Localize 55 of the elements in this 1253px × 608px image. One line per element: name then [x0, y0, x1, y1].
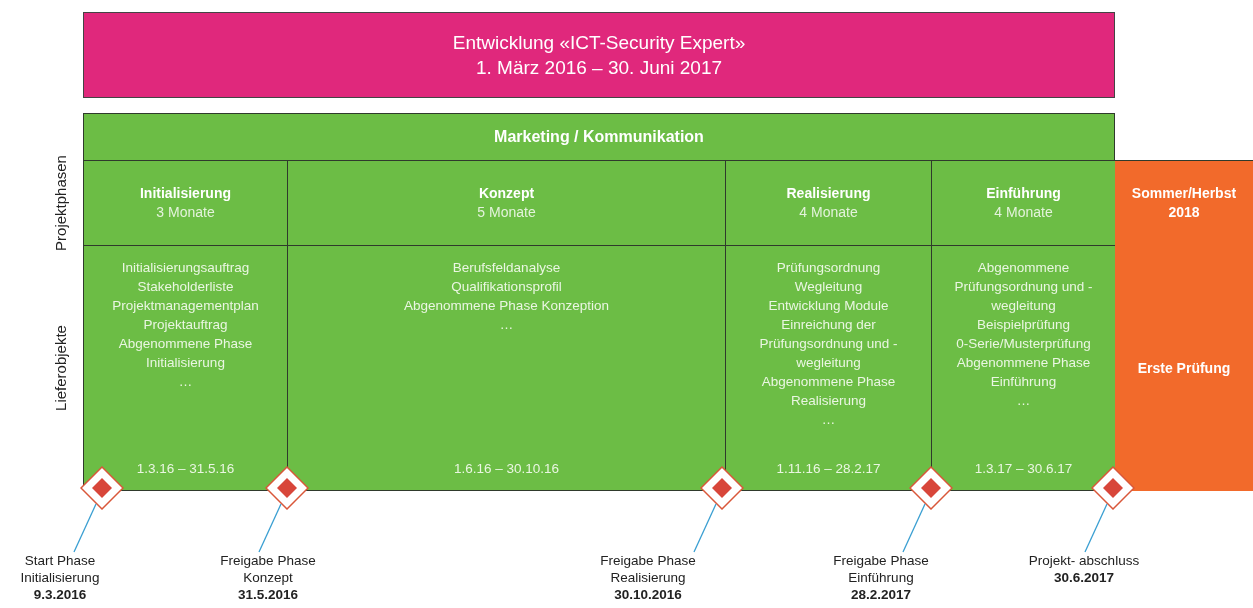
deliverable-item: Berufsfeldanalyse	[451, 259, 562, 277]
deliverable-item: Wegleitung	[793, 278, 864, 296]
deliverable-item: …	[177, 373, 194, 391]
deliverable-item: Prüfungsordnung	[775, 259, 882, 277]
leader-line	[693, 503, 717, 553]
bar-title: Marketing / Kommunikation	[494, 128, 704, 146]
deliverable-item: Abgenommene Phase Realisierung	[760, 373, 897, 410]
phase-name: Konzept	[477, 184, 536, 203]
milestone-name: Freigabe Phase Realisierung	[599, 552, 697, 586]
deliverable-item: Entwicklung Module	[767, 297, 890, 315]
phase-duration: 5 Monate	[476, 203, 537, 222]
outlook-item: Erste Prüfung	[1137, 360, 1231, 376]
milestone-date: 28.2.2017	[850, 586, 912, 603]
phase-name: Sommer/Herbst 2018	[1130, 184, 1238, 222]
leader-line	[73, 503, 97, 553]
deliverable-item: 0-Serie/Musterprüfung	[955, 335, 1092, 353]
row-label: Lieferobjekte	[51, 325, 69, 411]
leader-line	[1084, 503, 1108, 553]
milestone-name: Projekt- abschluss	[1028, 552, 1140, 569]
banner-title: Entwicklung «ICT-Security Expert»	[452, 31, 746, 55]
deliverable-item: Einreichung der Prüfungsordnung und -wegleitung	[758, 316, 899, 372]
phase-name: Initialisierung	[139, 184, 232, 203]
deliverable-item: Initialisierungsauftrag	[120, 259, 251, 277]
banner-title: 1. März 2016 – 30. Juni 2017	[475, 56, 723, 80]
deliverable-item: …	[498, 316, 515, 334]
phase-duration: 4 Monate	[798, 203, 859, 222]
milestone-date: 30.6.2017	[1053, 569, 1115, 586]
leader-line	[902, 503, 926, 553]
row-label: Projektphasen	[51, 155, 69, 251]
deliverable-item: Stakeholderliste	[136, 278, 235, 296]
deliverable-item: Abgenommene Phase Initialisierung	[117, 335, 254, 372]
date-range: 1.3.16 – 31.5.16	[135, 460, 236, 478]
milestone-name: Start Phase Initialisierung	[19, 552, 101, 586]
milestone-date: 9.3.2016	[33, 586, 87, 603]
deliverable-item: Qualifikationsprofil	[450, 278, 563, 296]
phase-name: Realisierung	[785, 184, 872, 203]
milestone-name: Freigabe Phase Einführung	[832, 552, 930, 586]
date-range: 1.6.16 – 30.10.16	[452, 460, 561, 478]
date-range: 1.3.17 – 30.6.17	[973, 460, 1074, 478]
deliverable-item: Projektauftrag	[142, 316, 229, 334]
leader-line	[258, 503, 282, 553]
deliverable-item: Projektmanagementplan	[111, 297, 260, 315]
deliverable-item: Abgenommene Phase Einführung	[955, 354, 1092, 391]
date-range: 1.11.16 – 28.2.17	[775, 460, 882, 478]
deliverable-item: …	[1015, 392, 1032, 410]
deliverable-item: …	[820, 411, 837, 429]
milestone-date: 30.10.2016	[614, 586, 682, 603]
phase-duration: 3 Monate	[155, 203, 216, 222]
deliverable-item: Beispielprüfung	[975, 316, 1072, 334]
deliverable-item: Abgenommene Prüfungsordnung und -wegleitung	[953, 259, 1094, 315]
phase-duration: 4 Monate	[993, 203, 1054, 222]
phase-name: Einführung	[985, 184, 1062, 203]
milestone-name: Freigabe Phase Konzept	[219, 552, 317, 586]
deliverable-item: Abgenommene Phase Konzeption	[403, 297, 610, 315]
milestone-date: 31.5.2016	[237, 586, 299, 603]
